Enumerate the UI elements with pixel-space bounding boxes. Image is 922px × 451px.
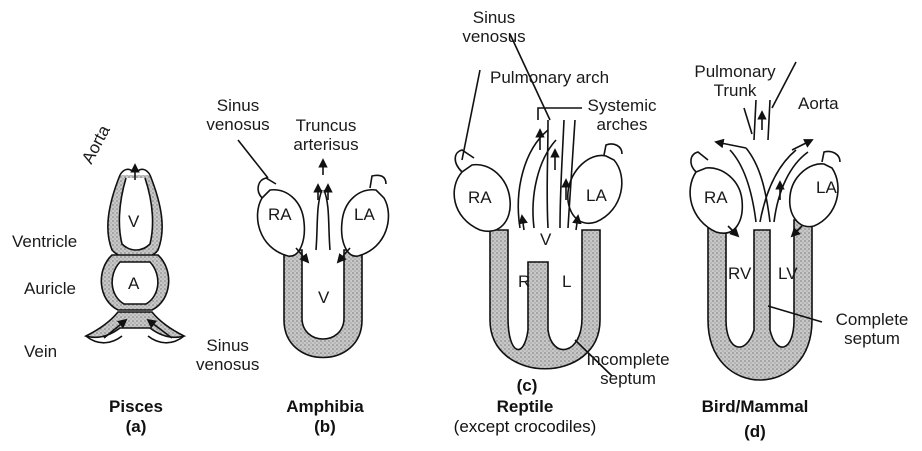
amphibia-caption-title: Amphibia — [280, 397, 370, 417]
amphibia-ra-label: RA — [268, 205, 292, 224]
pisces-v-label: V — [128, 212, 139, 231]
pisces-caption: Pisces (a) — [100, 397, 172, 437]
reptile-sinus-label: Sinus venosus — [456, 8, 532, 46]
pisces-caption-letter: (a) — [100, 417, 172, 437]
bird-aorta-label: Aorta — [798, 94, 839, 113]
pisces-ventricle-label: Ventricle — [12, 232, 77, 251]
reptile-la-label: LA — [586, 186, 607, 205]
pisces-auricle-label: Auricle — [24, 279, 76, 298]
reptile-caption-title: Reptile — [440, 397, 610, 417]
reptile-systemic-line-1: Systemic — [582, 96, 662, 115]
bird-lv-label: LV — [778, 264, 798, 283]
bird-mammal-caption-letter: (d) — [730, 422, 780, 442]
pisces-sinus-line-2: venosus — [196, 355, 259, 374]
amphibia-heart — [238, 140, 388, 358]
pisces-vein-label: Vein — [24, 342, 57, 361]
amphibia-v-label: V — [318, 288, 329, 307]
pisces-caption-title: Pisces — [100, 397, 172, 417]
reptile-caption-letter: (c) — [512, 376, 542, 396]
reptile-r-label: R — [518, 272, 530, 291]
reptile-ra-label: RA — [468, 188, 492, 207]
reptile-pulmonary-arch-label: Pulmonary arch — [490, 68, 609, 87]
reptile-sinus-line-1: Sinus — [456, 8, 532, 27]
amphibia-caption: Amphibia (b) — [280, 397, 370, 437]
amphibia-truncus-line-1: Truncus — [288, 116, 364, 135]
bird-complete-septum-label: Complete septum — [826, 310, 918, 348]
pisces-a-label: A — [128, 274, 139, 293]
reptile-l-label: L — [562, 272, 571, 291]
amphibia-sinus-line-2: venosus — [200, 115, 276, 134]
reptile-incomplete-line-1: Incomplete — [578, 350, 678, 369]
amphibia-truncus-label: Truncus arterisus — [288, 116, 364, 154]
reptile-caption: Reptile (except crocodiles) — [440, 397, 610, 437]
amphibia-caption-letter: (b) — [280, 417, 370, 437]
reptile-systemic-label: Systemic arches — [582, 96, 662, 134]
bird-pulmonary-line-1: Pulmonary — [690, 62, 780, 81]
bird-ra-label: RA — [704, 188, 728, 207]
amphibia-truncus-line-2: arterisus — [288, 135, 364, 154]
reptile-caption-subtitle: (except crocodiles) — [440, 417, 610, 437]
bird-pulmonary-trunk-label: Pulmonary Trunk — [690, 62, 780, 100]
bird-mammal-caption-title: Bird/Mammal — [690, 397, 820, 417]
amphibia-sinus-label: Sinus venosus — [200, 96, 276, 134]
reptile-systemic-line-2: arches — [582, 115, 662, 134]
reptile-sinus-line-2: venosus — [456, 27, 532, 46]
pisces-sinus-line-1: Sinus — [196, 336, 259, 355]
pisces-heart — [86, 165, 184, 343]
pisces-sinus-label: Sinus venosus — [196, 336, 259, 374]
bird-complete-line-2: septum — [826, 329, 918, 348]
amphibia-la-label: LA — [354, 205, 375, 224]
amphibia-sinus-line-1: Sinus — [200, 96, 276, 115]
bird-rv-label: RV — [728, 264, 751, 283]
bird-la-label: LA — [816, 178, 837, 197]
reptile-incomplete-label: Incomplete septum — [578, 350, 678, 388]
bird-pulmonary-line-2: Trunk — [690, 81, 780, 100]
reptile-v-label: V — [540, 230, 551, 249]
bird-complete-line-1: Complete — [826, 310, 918, 329]
reptile-incomplete-line-2: septum — [578, 369, 678, 388]
